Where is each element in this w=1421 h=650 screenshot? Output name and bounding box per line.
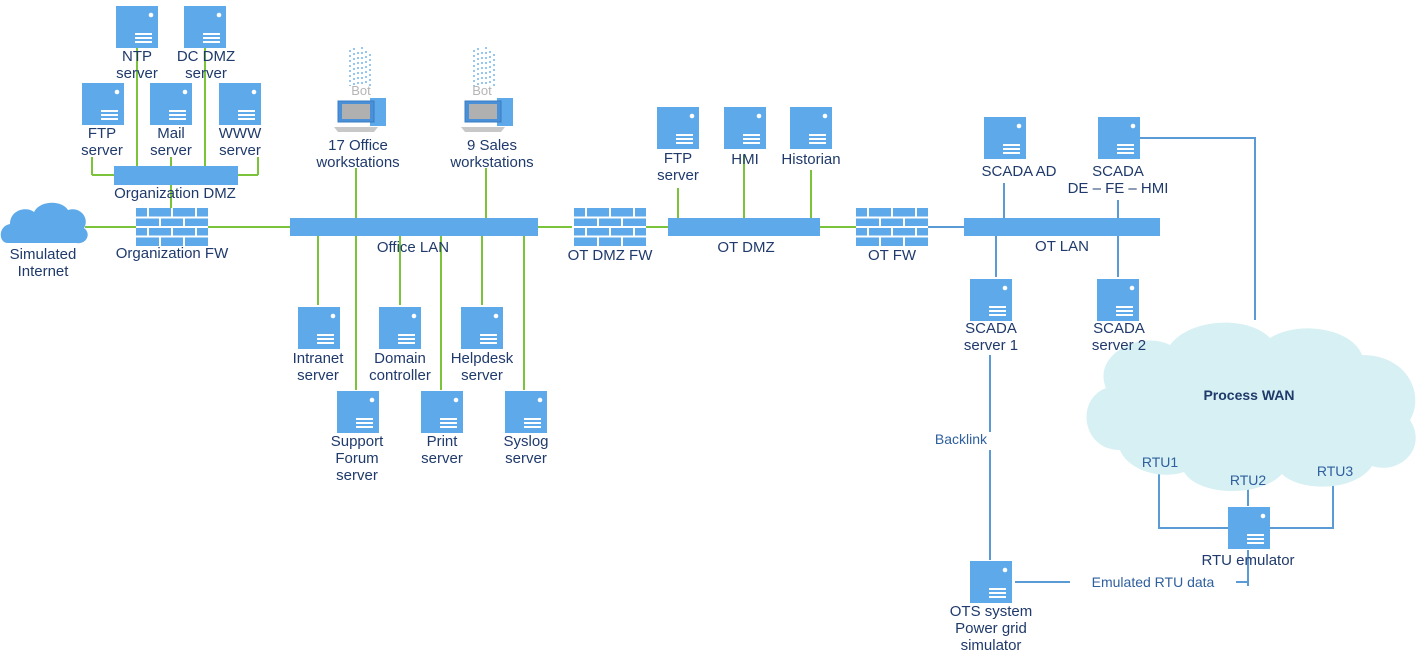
mail-server-icon [150,83,192,125]
org-dmz-bar [114,166,238,185]
ot-fw-label: OT FW [868,247,917,264]
rtu1-label: RTU1 [1142,454,1179,470]
emulated-rtu-data-label: Emulated RTU data [1092,574,1215,590]
office-bot-rain-icon [349,47,371,86]
historian-label: Historian [781,151,840,168]
intranet-server-icon [298,307,340,349]
ot-lan-label: OT LAN [1035,238,1089,255]
scada-ad-label: SCADA AD [981,163,1056,180]
dc-dmz-server-icon [184,6,226,48]
ntp-server-icon [116,6,158,48]
office-links [85,48,856,390]
ot-lan-bar [964,218,1160,236]
ots-system-icon [970,561,1012,603]
office-lan-label: Office LAN [377,239,449,256]
hmi-server-icon [724,107,766,149]
ftp-dmz-server-icon [82,83,124,125]
backlink-label: Backlink [935,431,988,447]
support-forum-server-icon [337,391,379,433]
domain-controller-icon [379,307,421,349]
org-firewall-icon [135,207,209,247]
hmi-label: HMI [731,151,759,168]
helpdesk-server-icon [461,307,503,349]
ftp-ot-server-icon [657,107,699,149]
scada-server-2-icon [1097,279,1139,321]
scada-fe-server-icon [1098,117,1140,159]
ot-dmz-firewall-icon [573,207,647,247]
ot-dmz-fw-label: OT DMZ FW [568,247,654,264]
sales-bot-rain-icon [473,47,495,86]
org-dmz-label: Organization DMZ [114,185,236,202]
office-bot-label: Bot [351,83,371,98]
print-server-icon [421,391,463,433]
rtu2-label: RTU2 [1230,472,1267,488]
internet-cloud-icon [0,202,88,244]
www-server-icon [219,83,261,125]
org-fw-label: Organization FW [116,245,229,262]
scada-ad-server-icon [984,117,1026,159]
office-lan-bar [290,218,538,236]
process-wan-cloud-icon [1086,322,1416,492]
sales-bot-label: Bot [472,83,492,98]
ot-dmz-bar [668,218,820,236]
rtu-emulator-icon [1228,507,1270,549]
ot-links [928,137,1334,586]
office-workstation-icon [334,98,386,132]
rtu3-label: RTU3 [1317,463,1354,479]
syslog-server-icon [505,391,547,433]
ot-dmz-label: OT DMZ [717,239,774,256]
ot-firewall-icon [855,207,929,247]
rtu-emulator-label: RTU emulator [1201,552,1294,569]
process-wan-label: Process WAN [1203,387,1294,403]
sales-workstation-icon [461,98,513,132]
historian-server-icon [790,107,832,149]
scada-server-1-icon [970,279,1012,321]
